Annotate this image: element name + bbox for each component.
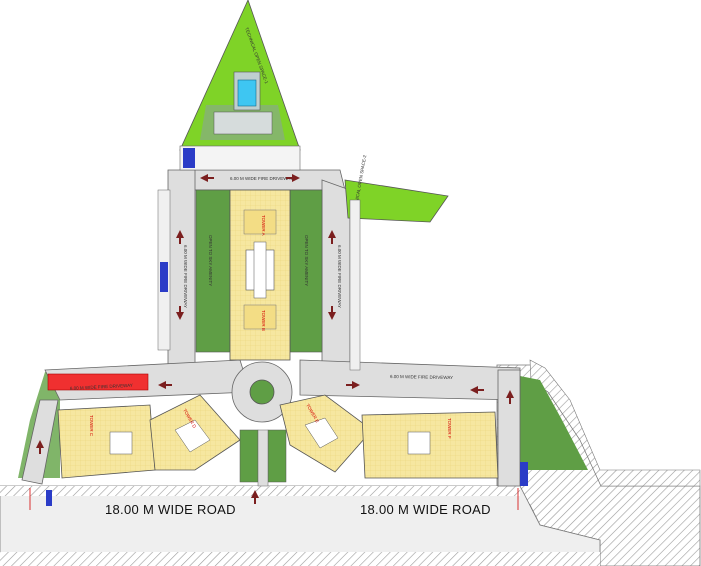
- tower-label-north-upper: TOWER A: [261, 215, 266, 236]
- lawn-label-right: OPEN TO SKY AMENITY: [304, 235, 309, 286]
- left-parking: [157, 189, 361, 371]
- driveway-label-bottom-left: 6.00 M WIDE FIRE DRIVEWAY: [70, 383, 133, 391]
- lawn-label-left: OPEN TO SKY AMENITY: [208, 235, 213, 286]
- north-lawns: OPEN TO SKY AMENITY OPEN TO SKY AMENITY: [195, 189, 323, 353]
- technical-open-space-1: TECHNICAL OPEN SPACE-1: [179, 0, 301, 151]
- driveway-label-bottom-right: 6.00 M WIDE FIRE DRIVEWAY: [390, 374, 453, 380]
- parking-blue-left: [160, 262, 168, 292]
- top-parking: [179, 145, 301, 171]
- entry-markers: [29, 488, 519, 510]
- driveway-label-top: 6.00 M WIDE FIRE DRIVEWAY: [230, 176, 293, 181]
- main-road: 18.00 M WIDE ROAD 18.00 M WIDE ROAD: [0, 485, 601, 566]
- roundabout: [249, 379, 275, 405]
- central-green: [239, 429, 287, 487]
- driveway-label-right: 6.00 M WIDE FIRE DRIVEWAY: [337, 245, 342, 308]
- tower-label-north-lower: TOWER B: [261, 310, 266, 331]
- driveway-label-left: 6.00 M WIDE FIRE DRIVEWAY: [183, 245, 188, 308]
- tower-label-sw-left: TOWER C: [89, 415, 94, 437]
- road-label-right: 18.00 M WIDE ROAD: [360, 502, 491, 517]
- parking-blue-top: [183, 148, 195, 168]
- southwest-tower: TOWER C TOWER D: [57, 394, 241, 479]
- southeast-tower: TOWER E TOWER F: [279, 394, 499, 479]
- bottom-parking-markers: [46, 462, 528, 506]
- road-label-left: 18.00 M WIDE ROAD: [105, 502, 236, 517]
- technical-open-space-2: TECHNICAL OPEN SPACE-2: [344, 154, 449, 223]
- swimming-pool: [237, 79, 257, 107]
- red-zone: [47, 373, 149, 391]
- north-tower: TOWER A TOWER B: [229, 189, 291, 361]
- tower-label-se-right: TOWER F: [447, 418, 452, 439]
- traffic-arrows: [36, 174, 514, 504]
